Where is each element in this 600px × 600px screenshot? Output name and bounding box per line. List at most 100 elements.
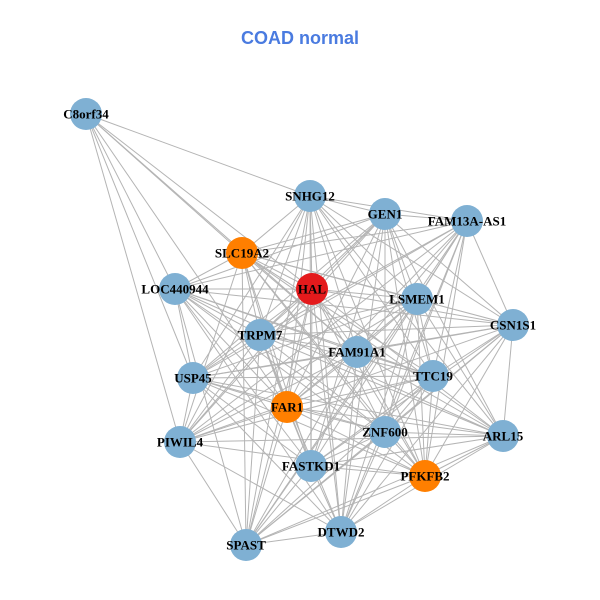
edge-PFKFB2-SPAST	[245, 475, 426, 546]
edge-LOC440944-ARL15	[174, 288, 504, 437]
edge-FAR1-ZNF600	[286, 406, 386, 433]
node-gen1[interactable]: GEN1	[368, 198, 403, 230]
node-circle[interactable]	[294, 180, 326, 212]
node-circle[interactable]	[497, 309, 529, 341]
node-circle[interactable]	[177, 362, 209, 394]
node-znf600[interactable]: ZNF600	[362, 416, 408, 448]
edge-FAM91A1-SPAST	[245, 351, 358, 546]
node-label: HAL	[298, 282, 327, 297]
node-circle[interactable]	[325, 516, 357, 548]
node-spast[interactable]: SPAST	[226, 529, 266, 561]
edge-TTC19-FASTKD1	[310, 375, 434, 467]
node-pfkfb2[interactable]: PFKFB2	[400, 460, 450, 492]
edge-SNHG12-PFKFB2	[309, 195, 426, 477]
node-circle[interactable]	[70, 98, 102, 130]
node-label: LSMEM1	[389, 292, 445, 307]
node-circle[interactable]	[164, 426, 196, 458]
edge-FAM13A-AS1-ZNF600	[384, 220, 468, 433]
node-circle[interactable]	[369, 416, 401, 448]
node-circle[interactable]	[159, 273, 191, 305]
node-circle[interactable]	[451, 205, 483, 237]
edge-C8orf34-FAR1	[85, 113, 288, 408]
node-label: CSN1S1	[490, 318, 536, 333]
node-ttc19[interactable]: TTC19	[413, 360, 453, 392]
node-trpm7[interactable]: TRPM7	[238, 319, 283, 351]
node-loc440944[interactable]: LOC440944	[141, 273, 209, 305]
edge-SLC19A2-ZNF600	[241, 252, 386, 433]
edge-ARL15-PIWIL4	[179, 435, 504, 443]
node-fastkd1[interactable]: FASTKD1	[282, 450, 340, 482]
edge-FAM91A1-PIWIL4	[179, 351, 358, 443]
node-fam13a-as1[interactable]: FAM13A-AS1	[428, 205, 506, 237]
node-circle[interactable]	[409, 460, 441, 492]
edge-FAM91A1-DTWD2	[340, 351, 358, 533]
edge-SNHG12-LSMEM1	[309, 195, 418, 300]
edge-HAL-FAR1	[286, 288, 313, 408]
edge-SNHG12-TRPM7	[259, 195, 311, 336]
node-arl15[interactable]: ARL15	[483, 420, 524, 452]
node-circle[interactable]	[296, 273, 328, 305]
edge-GEN1-PFKFB2	[384, 213, 426, 477]
edge-C8orf34-USP45	[85, 113, 194, 379]
edge-GEN1-CSN1S1	[384, 213, 514, 326]
node-hal[interactable]: HAL	[296, 273, 328, 305]
node-label: USP45	[174, 371, 212, 386]
node-label: GEN1	[368, 207, 403, 222]
edge-FAM13A-AS1-TTC19	[432, 220, 468, 377]
node-circle[interactable]	[417, 360, 449, 392]
edge-TTC19-FAR1	[286, 375, 434, 408]
edge-GEN1-PIWIL4	[179, 213, 386, 443]
node-dtwd2[interactable]: DTWD2	[318, 516, 365, 548]
edge-FASTKD1-PFKFB2	[310, 465, 426, 477]
node-label: PFKFB2	[400, 469, 449, 484]
edge-SNHG12-TTC19	[309, 195, 434, 377]
edge-SNHG12-CSN1S1	[309, 195, 514, 326]
edge-FAM13A-AS1-FAR1	[286, 220, 468, 408]
node-slc19a2[interactable]: SLC19A2	[215, 237, 269, 269]
edge-USP45-DTWD2	[192, 377, 342, 533]
node-lsmem1[interactable]: LSMEM1	[389, 283, 445, 315]
node-far1[interactable]: FAR1	[271, 391, 303, 423]
edge-LOC440944-FAR1	[174, 288, 288, 408]
edge-ARL15-FASTKD1	[310, 435, 504, 467]
node-c8orf34[interactable]: C8orf34	[63, 98, 109, 130]
edge-ZNF600-ARL15	[384, 431, 504, 437]
edge-TRPM7-DTWD2	[259, 334, 342, 533]
edge-LSMEM1-ARL15	[416, 298, 504, 437]
edge-PFKFB2-DTWD2	[340, 475, 426, 533]
node-circle[interactable]	[230, 529, 262, 561]
node-usp45[interactable]: USP45	[174, 362, 212, 394]
node-circle[interactable]	[341, 336, 373, 368]
edge-FAM91A1-USP45	[192, 351, 358, 379]
node-label: SLC19A2	[215, 246, 269, 261]
edge-ZNF600-SPAST	[245, 431, 386, 546]
edge-CSN1S1-ARL15	[502, 324, 514, 437]
edge-FAM91A1-ARL15	[356, 351, 504, 437]
edge-FAR1-SPAST	[245, 406, 288, 546]
edge-TTC19-PIWIL4	[179, 375, 434, 443]
node-circle[interactable]	[295, 450, 327, 482]
node-circle[interactable]	[226, 237, 258, 269]
node-circle[interactable]	[487, 420, 519, 452]
edge-LSMEM1-TRPM7	[259, 298, 418, 336]
edge-SLC19A2-TTC19	[241, 252, 434, 377]
node-piwil4[interactable]: PIWIL4	[157, 426, 204, 458]
node-label: FAR1	[271, 400, 303, 415]
edge-SNHG12-PIWIL4	[179, 195, 311, 443]
edge-CSN1S1-PFKFB2	[424, 324, 514, 477]
edge-C8orf34-PIWIL4	[85, 113, 181, 443]
edge-FAR1-PFKFB2	[286, 406, 426, 477]
edge-LOC440944-CSN1S1	[174, 288, 514, 326]
node-circle[interactable]	[271, 391, 303, 423]
node-circle[interactable]	[401, 283, 433, 315]
edge-FAM13A-AS1-SPAST	[245, 220, 468, 546]
edge-FAM13A-AS1-LOC440944	[174, 220, 468, 290]
node-circle[interactable]	[244, 319, 276, 351]
node-csn1s1[interactable]: CSN1S1	[490, 309, 536, 341]
edge-FAM13A-AS1-TRPM7	[259, 220, 468, 336]
node-snhg12[interactable]: SNHG12	[285, 180, 335, 212]
edge-HAL-DTWD2	[311, 288, 342, 533]
node-circle[interactable]	[369, 198, 401, 230]
node-fam91a1[interactable]: FAM91A1	[328, 336, 386, 368]
